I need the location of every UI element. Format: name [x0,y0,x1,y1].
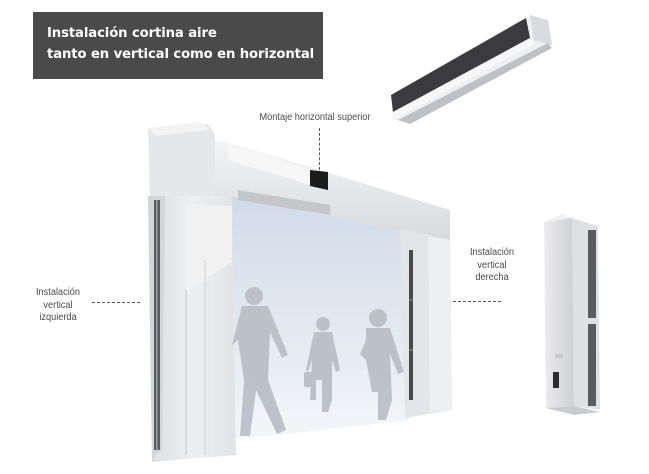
callout-right-line-3: derecha [475,272,509,283]
callout-right-label: Instalación vertical derecha [455,247,529,285]
callout-left-leader [92,302,140,303]
title-line-2: tanto en vertical como en horizontal [47,47,315,62]
horizontal-air-curtain-unit [391,15,552,124]
person-walking-left [232,287,288,436]
title-line-1: Instalación cortina aire [47,26,217,41]
doorway-frame [148,122,452,462]
callout-left-label: Instalación vertical izquierda [21,287,95,325]
callout-right-leader [453,301,501,302]
callout-top-leader [319,128,320,170]
callout-top-label: Montaje horizontal superior [259,112,371,123]
people-silhouettes [232,287,404,436]
person-walking-right [360,309,404,420]
callout-left-line-1: Instalación [36,287,80,298]
callout-right-line-1: Instalación [470,247,514,258]
person-with-bag [304,317,340,412]
vertical-air-curtain-unit [544,214,600,415]
callout-left-line-3: izquierda [39,312,77,323]
callout-left-line-2: vertical [43,299,73,311]
callout-right-line-2: vertical [477,259,507,271]
title-banner: Instalación cortina aire tanto en vertic… [33,12,323,79]
